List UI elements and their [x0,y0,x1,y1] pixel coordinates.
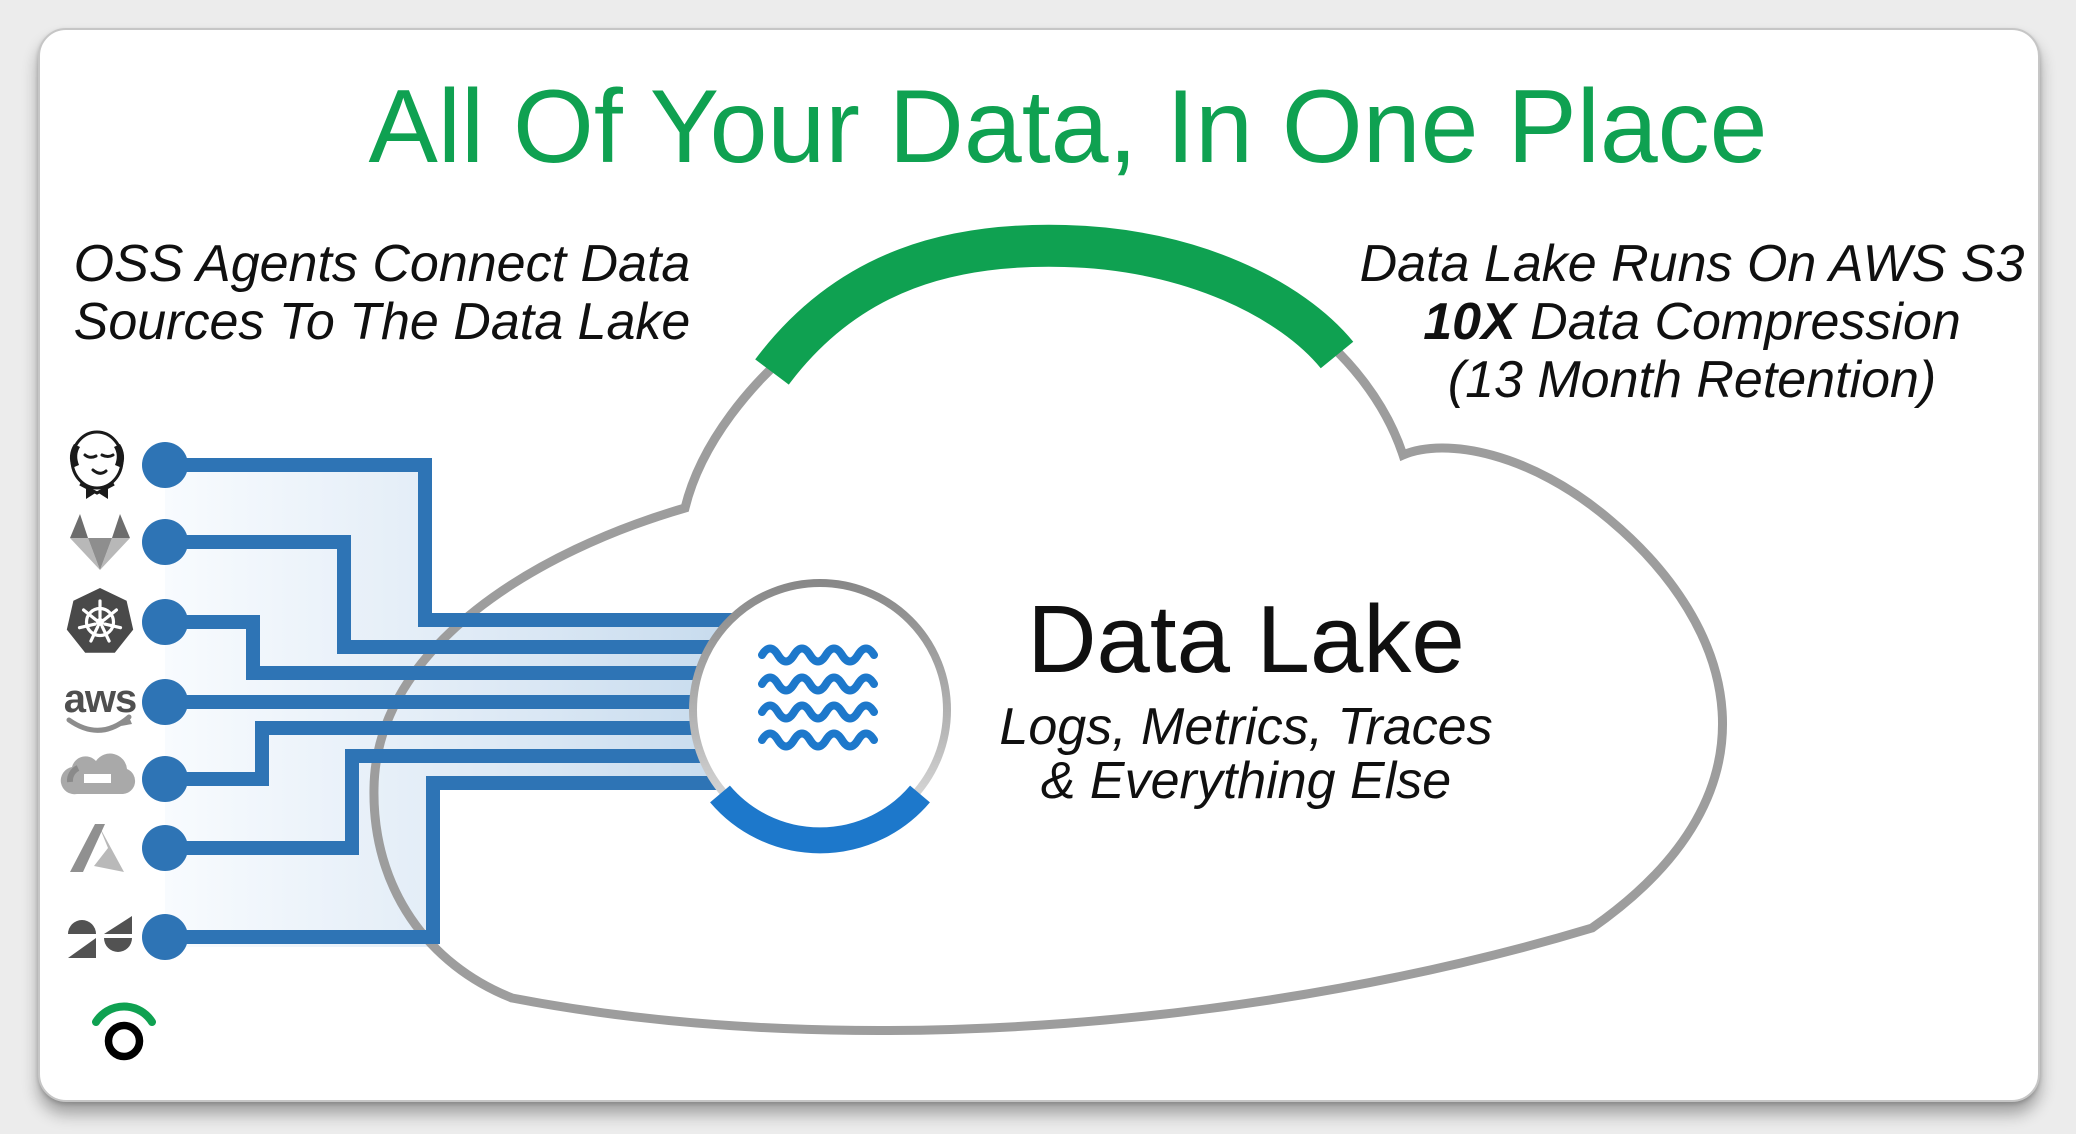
connector-line-zendesk [165,776,780,944]
left-note: OSS Agents Connect Data Sources To The D… [74,235,691,351]
page-title: All Of Your Data, In One Place [368,69,1767,185]
left-note-line1: OSS Agents Connect Data [74,235,691,293]
connector-line-gitlab [165,535,780,654]
right-note-line1: Data Lake Runs On AWS S3 [1360,235,2025,293]
water-waves-icon [758,644,878,751]
connector-line-jenkins [165,458,780,627]
azure-icon [70,824,124,872]
left-note-line2: Sources To The Data Lake [74,293,691,351]
connector-dot-gitlab [142,519,188,565]
kubernetes-icon [66,588,134,653]
jenkins-icon [69,430,125,499]
google-cloud-icon [60,753,136,795]
gitlab-icon [70,514,130,570]
connector-dot-aws [142,679,188,725]
observe-logo-icon [92,1002,156,1061]
connector-line-azure [165,749,780,855]
right-note-line2-bold: 10X [1423,293,1519,351]
lake-label: Data Lake Logs, Metrics, Traces & Everyt… [999,586,1492,810]
s3-highlight-arc [755,224,1354,385]
aws-word: aws [64,677,137,721]
aws-icon: aws [64,677,137,733]
connector-lines [142,442,780,960]
connector-dot-jenkins [142,442,188,488]
lake-title: Data Lake [1027,586,1465,693]
source-icons: aws [60,430,156,1061]
lake-bottom-arc [710,785,930,854]
connector-line-google-cloud [165,721,780,786]
lake-subtitle-line2: & Everything Else [1041,752,1451,810]
right-note-line3: (13 Month Retention) [1448,351,1937,409]
lake-subtitle-line1: Logs, Metrics, Traces [999,698,1492,756]
connector-dot-google-cloud [142,756,188,802]
right-note-line2: 10X Data Compression [1423,293,1961,351]
connector-dot-azure [142,825,188,871]
right-note: Data Lake Runs On AWS S3 10X Data Compre… [1360,235,2025,409]
lake-circle [689,579,951,854]
connector-line-kubernetes [165,615,780,680]
connector-dot-kubernetes [142,599,188,645]
connector-dot-zendesk [142,914,188,960]
zendesk-icon [68,916,132,958]
right-note-line2-rest: Data Compression [1516,293,1961,351]
